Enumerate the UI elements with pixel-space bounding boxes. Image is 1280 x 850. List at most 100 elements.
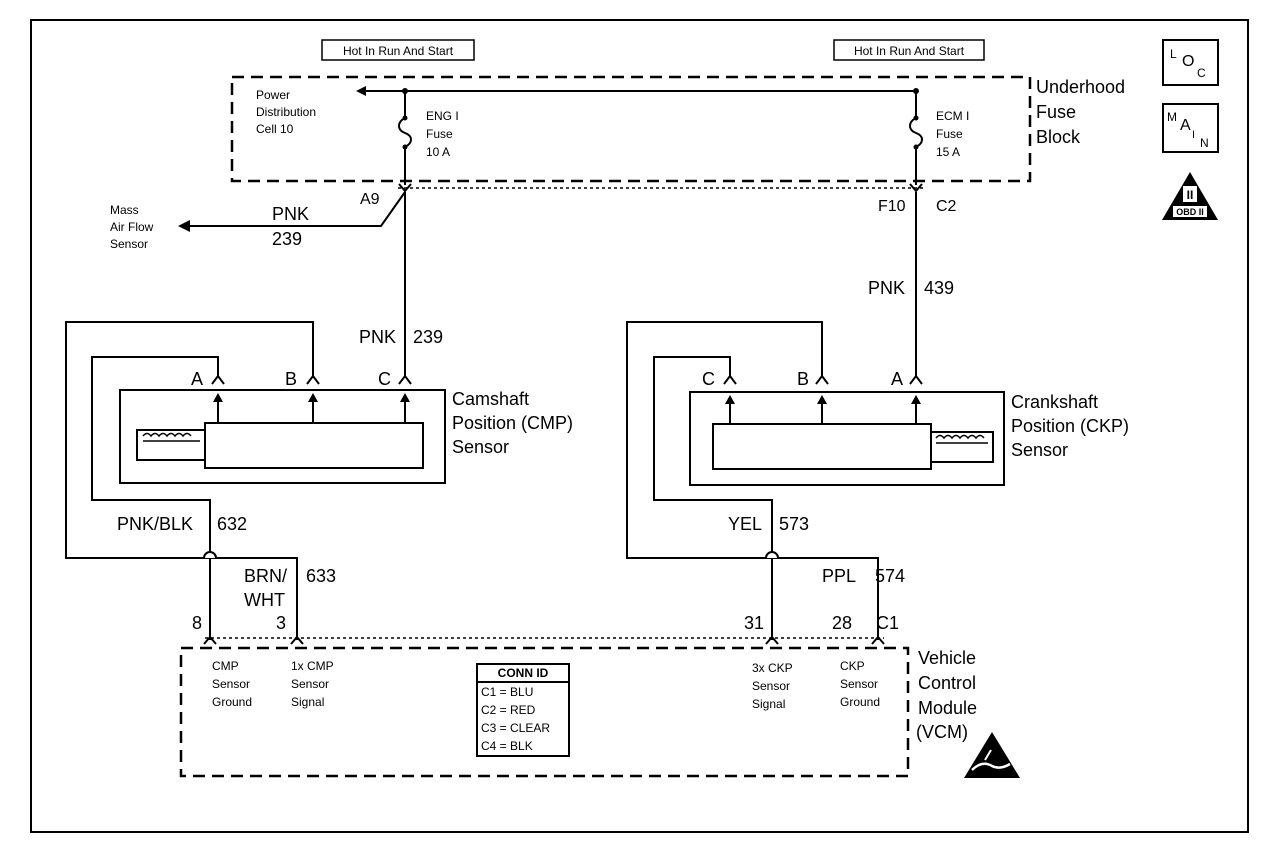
ckp-coil-icon [935,434,988,444]
vcm-pin-28: 28 [832,613,852,633]
vcm-name: Vehicle Control Module (VCM) [916,648,977,742]
vcm-pin-31: 31 [744,613,764,633]
ckp-ground-color: PPL [822,566,856,586]
svg-text:Fuse: Fuse [936,127,963,141]
svg-text:10 A: 10 A [426,145,450,159]
ckp-sensor-name: Crankshaft Position (CKP) Sensor [1011,392,1129,460]
ckp-signal-color: YEL [728,514,762,534]
pin-a9-icon [398,183,412,193]
cmp-internal-arrows [213,393,410,423]
diagram-frame [30,19,1249,833]
svg-text:Sensor: Sensor [452,437,509,457]
cmp-sensor-element [204,422,424,469]
vcm-box [179,646,910,778]
svg-text:Vehicle: Vehicle [918,648,976,668]
conn-id-row: C1 = BLU [481,685,533,699]
maf-wire-num: 239 [272,229,302,249]
cmp-pin-c: C [378,369,391,389]
ckp-ground-num: 574 [875,566,905,586]
svg-text:ECM I: ECM I [936,109,969,123]
svg-text:Module: Module [918,698,977,718]
ckp-sensor-element [712,423,932,470]
maf-arrow-icon [178,220,190,232]
conn-id-row: C2 = RED [481,703,536,717]
ckp-shield-outer [626,321,879,640]
power-distribution-label: Power Distribution Cell 10 [256,88,316,136]
svg-text:Sensor: Sensor [1011,440,1068,460]
conn-id-row: C4 = BLK [481,739,533,753]
ckp-feed-num: 439 [924,278,954,298]
svg-text:(VCM): (VCM) [916,722,968,742]
cmp-sensor-name: Camshaft Position (CMP) Sensor [452,389,573,457]
svg-text:C: C [1197,66,1206,80]
cmp-pin-a: A [191,369,203,389]
fuse-eng-icon [398,91,412,185]
vcm-label-ckp-signal: 3x CKP Sensor Signal [752,661,793,711]
svg-text:Sensor: Sensor [840,677,878,691]
ckp-pin-c: C [702,369,715,389]
ckp-pin-b: B [797,369,809,389]
svg-text:Block: Block [1036,127,1081,147]
vcm-label-cmp-ground: CMP Sensor Ground [212,659,252,709]
cmp-signal-color-2: WHT [244,590,285,610]
svg-text:Sensor: Sensor [110,237,148,251]
conn-id-table: CONN ID C1 = BLU C2 = RED C3 = CLEAR C4 … [476,663,570,757]
obd-badge-icon: II OBD II [1162,172,1218,220]
svg-text:3x CKP: 3x CKP [752,661,793,675]
svg-text:II: II [1187,188,1194,202]
fuse-ecm-label: ECM I Fuse 15 A [936,109,969,159]
hot-label-right: Hot In Run And Start [833,39,985,61]
cmp-feed-color: PNK [359,327,396,347]
svg-text:L: L [1170,47,1177,61]
svg-text:Cell 10: Cell 10 [256,122,294,136]
svg-text:Hot In Run And Start: Hot In Run And Start [343,44,454,58]
fuse-eng-label: ENG I Fuse 10 A [426,109,459,159]
svg-text:A: A [1180,117,1191,134]
svg-text:Underhood: Underhood [1036,77,1125,97]
cmp-ground-num: 632 [217,514,247,534]
ckp-signal-crossover-icon [765,551,779,559]
pin-a9-label: A9 [360,191,380,208]
fuse-block-box [230,75,1032,183]
svg-text:Sensor: Sensor [212,677,250,691]
conn-id-row: C3 = CLEAR [481,721,550,735]
ckp-sensor-coil [930,431,994,463]
svg-text:OBD II: OBD II [1176,207,1204,217]
svg-text:Sensor: Sensor [291,677,329,691]
ckp-feed-color: PNK [868,278,905,298]
fuse-block-name: Underhood Fuse Block [1036,77,1125,147]
svg-text:Control: Control [918,673,976,693]
svg-text:1x CMP: 1x CMP [291,659,334,673]
cmp-ground-crossover-icon [203,551,217,559]
main-badge-icon: M A I N [1162,103,1219,153]
svg-text:Position (CMP): Position (CMP) [452,413,573,433]
ckp-shield-inner [653,356,773,640]
svg-text:Crankshaft: Crankshaft [1011,392,1098,412]
vcm-label-cmp-signal: 1x CMP Sensor Signal [291,659,334,709]
svg-text:Sensor: Sensor [752,679,790,693]
ckp-sensor: C B A [626,321,1005,640]
svg-text:N: N [1200,136,1209,150]
ckp-internal-arrows [725,395,921,424]
maf-label: Mass Air Flow Sensor [110,203,154,251]
svg-text:ENG I: ENG I [426,109,459,123]
svg-text:Camshaft: Camshaft [452,389,529,409]
svg-text:Ground: Ground [840,695,880,709]
pin-f10-icon [909,183,923,193]
cmp-shield-outer [65,321,314,640]
vcm-pin-3: 3 [276,613,286,633]
svg-text:Mass: Mass [110,203,139,217]
svg-text:Power: Power [256,88,290,102]
ckp-sensor-housing [689,391,1005,486]
cmp-feed-num: 239 [413,327,443,347]
ckp-pin-a: A [891,369,903,389]
ckp-signal-num: 573 [779,514,809,534]
vcm-conn-c1: C1 [876,613,899,633]
svg-text:15 A: 15 A [936,145,960,159]
pin-f10-label: F10 [878,198,906,215]
maf-wire-color: PNK [272,204,309,224]
cmp-sensor-coil [136,429,206,461]
svg-text:Signal: Signal [291,695,324,709]
svg-text:I: I [1192,129,1195,141]
